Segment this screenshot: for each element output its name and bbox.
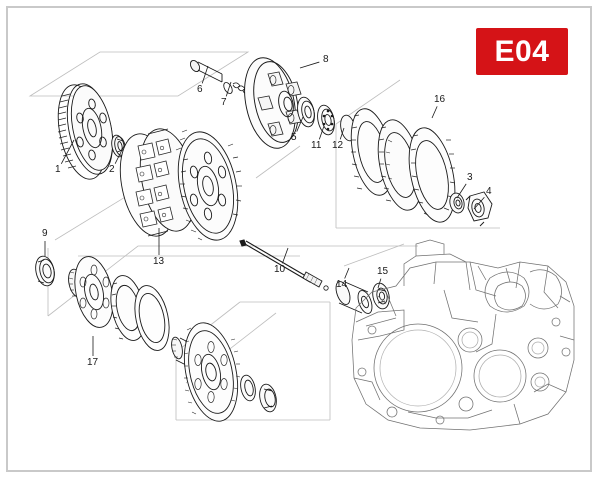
engine-crankcase-outline — [351, 239, 575, 431]
callout-label-17: 17 — [87, 357, 99, 368]
diagram-code-text: E04 — [494, 34, 550, 68]
callout-label-11: 11 — [311, 140, 322, 151]
part-clutch-plate-stack — [350, 108, 456, 223]
leader-line-14 — [344, 267, 350, 279]
part-pressure-plate-bolts — [189, 59, 223, 83]
part-primary-drive-gear — [57, 83, 114, 180]
callout-label-14: 14 — [336, 279, 348, 290]
callout-label-3: 3 — [467, 172, 473, 183]
part-push-rod-spacer — [335, 281, 373, 314]
leader-line-8 — [299, 61, 320, 69]
part-push-rod-washer — [372, 282, 390, 310]
leader-line-12 — [339, 127, 345, 140]
callout-label-15: 15 — [377, 266, 389, 277]
leader-line-6 — [201, 65, 209, 84]
leader-line-4 — [473, 196, 485, 210]
diagram-code-badge: E04 — [476, 28, 568, 75]
callout-leader-lines — [44, 61, 485, 356]
leader-line-16 — [431, 106, 438, 119]
part-primary-driven-gear — [175, 129, 242, 241]
part-release-bracket — [465, 191, 493, 227]
callout-label-8: 8 — [323, 54, 329, 65]
leader-line-7 — [225, 81, 232, 97]
part-release-bearing — [317, 104, 335, 136]
callout-label-16: 16 — [434, 94, 446, 105]
callout-label-4: 4 — [486, 186, 492, 197]
callout-label-9: 9 — [42, 228, 48, 239]
part-small-bearing — [449, 192, 465, 214]
part-output-shaft-gear — [171, 322, 277, 422]
callout-label-2: 2 — [109, 164, 115, 175]
callout-label-13: 13 — [153, 256, 165, 267]
part-oil-seal — [35, 255, 55, 287]
callout-label-6: 6 — [197, 84, 203, 95]
leader-line-3 — [456, 183, 467, 199]
leader-line-10 — [282, 247, 289, 264]
callout-label-7: 7 — [221, 97, 227, 108]
part-pressure-plate — [244, 57, 302, 149]
part-thrust-washer — [297, 96, 315, 128]
construction-lines — [28, 51, 500, 421]
callout-label-1: 1 — [55, 164, 61, 175]
callout-label-10: 10 — [274, 264, 286, 275]
diagram-frame — [6, 6, 592, 472]
leader-line-15 — [377, 278, 382, 289]
leader-line-11 — [318, 125, 325, 140]
leader-line-1 — [60, 139, 75, 165]
leader-line-5 — [296, 116, 304, 132]
leader-line-2 — [114, 145, 125, 164]
part-clutch-hub-assembly — [68, 256, 170, 351]
part-clutch-push-rod — [239, 239, 329, 291]
callout-label-5: 5 — [291, 132, 297, 143]
callout-label-12: 12 — [332, 140, 344, 151]
